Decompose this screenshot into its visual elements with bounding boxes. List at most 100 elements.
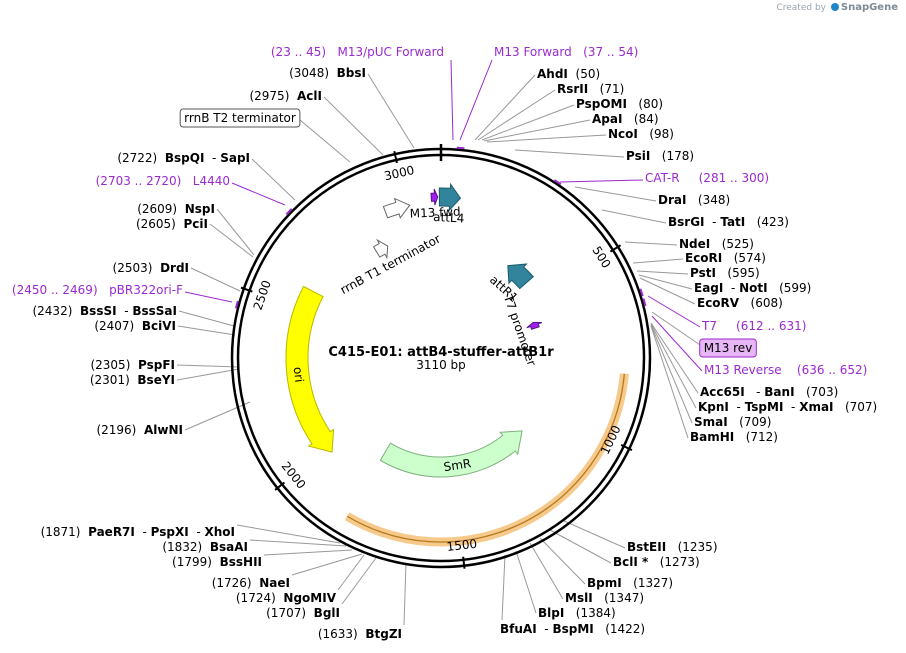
enzyme-label-part: NaeI (259, 576, 290, 590)
primer-leader-line (647, 295, 701, 328)
leader-line (529, 542, 564, 600)
enzyme-label-part: (50) (568, 67, 600, 81)
enzyme-label-bcivi: (2407) BciVI (94, 319, 176, 333)
enzyme-label-part: - (117, 304, 133, 318)
enzyme-label-bspqi: (2722) BspQI - SapI (117, 151, 250, 165)
primer-leader-line (559, 179, 644, 183)
enzyme-label-part: TatI (720, 215, 745, 229)
tick-mark (620, 444, 633, 452)
feature-label-m13-fwd: M13 fwd (409, 205, 460, 221)
plasmid-title: C415-E01: attB4-stuffer-attB1r (328, 345, 554, 360)
tick-mark (240, 286, 253, 293)
enzyme-label-bpmi: BpmI (1327) (587, 576, 673, 590)
enzyme-label-part: NdeI (679, 237, 710, 251)
enzyme-label-bamhi: BamHI (712) (690, 430, 778, 444)
enzyme-label-part: (709) (728, 415, 772, 429)
enzyme-label-part: (2196) (96, 423, 136, 437)
primer-site-marker (639, 288, 644, 297)
enzyme-label-part: - (705, 215, 721, 229)
feature-rrnb-t1-terminator (372, 238, 389, 260)
enzyme-label-part: (2609) (137, 202, 177, 216)
credit-brand: SnapGene (840, 2, 898, 13)
enzyme-label-part: EcoRI (685, 251, 722, 265)
feature-label-smr: SmR (443, 456, 472, 474)
enzyme-label-part: NotI (739, 281, 768, 295)
boxed-label-text: rrnB T2 terminator (184, 111, 296, 125)
primer-site-marker (234, 300, 239, 309)
enzyme-label-part (329, 66, 337, 80)
primer-label-m13-puc-forward: (23 .. 45) M13/pUC Forward (271, 45, 444, 59)
enzyme-label-ncoi: NcoI (98) (608, 127, 674, 141)
enzyme-label-bsshii: (1799) BssHII (172, 555, 262, 569)
enzyme-label-part: (2305) (90, 358, 130, 372)
enzyme-label-part: (1273) (648, 555, 699, 569)
leader-line (177, 325, 236, 336)
primer-site-marker (456, 146, 465, 150)
primer-leader-line (651, 315, 703, 372)
enzyme-label-part: - (135, 525, 151, 539)
boxed-label-M13-rev: M13 rev (699, 338, 757, 358)
enzyme-label-part: (1799) (172, 555, 212, 569)
feature-m13-fwd (430, 188, 439, 206)
enzyme-label-part: (348) (686, 193, 730, 207)
tick-label: 2500 (251, 278, 274, 311)
enzyme-label-part: - (745, 385, 765, 399)
enzyme-label-part (176, 217, 184, 231)
plasmid-backbone (230, 144, 652, 569)
enzyme-label-part: (599) (768, 281, 812, 295)
primer-leader-line (450, 59, 454, 141)
leader-line (337, 554, 365, 591)
enzyme-label-part: Acc65I (700, 385, 745, 399)
primer-label-l4440: (2703 .. 2720) L4440 (96, 174, 230, 188)
enzyme-label-part: (2722) (117, 151, 157, 165)
enzyme-label-part: XmaI (799, 400, 833, 414)
leader-line (209, 223, 254, 258)
boxed-label-text: M13 rev (704, 341, 753, 355)
enzyme-label-part (306, 606, 314, 620)
leader-line (341, 557, 377, 605)
leader-line (249, 539, 347, 547)
enzyme-label-part: (1235) (666, 540, 717, 554)
enzyme-label-part: BamHI (690, 430, 734, 444)
enzyme-label-rsrii: RsrII (71) (557, 82, 624, 96)
enzyme-label-part: BanI (764, 385, 794, 399)
enzyme-label-part: - (783, 400, 799, 414)
enzyme-label-part: ApaI (592, 112, 622, 126)
enzyme-label-part: (2301) (90, 373, 130, 387)
enzyme-label-part: BssSI (80, 304, 117, 318)
enzyme-label-part: (1384) (564, 606, 615, 620)
enzyme-label-pspfi: (2305) PspFI (90, 358, 175, 372)
enzyme-label-ecorv: EcoRV (608) (697, 296, 783, 310)
enzyme-label-part: - (723, 281, 739, 295)
enzyme-label-part: PciI (184, 217, 209, 231)
enzyme-label-part (276, 591, 284, 605)
enzyme-label-part: AhdI (537, 67, 568, 81)
enzyme-label-part: PspFI (138, 358, 175, 372)
enzyme-label-bfuai: BfuAI - BspMI (1422) (500, 622, 645, 636)
enzyme-label-part (212, 555, 220, 569)
leader-line (650, 325, 689, 439)
enzyme-label-bsrgi: BsrGI - TatI (423) (668, 215, 789, 229)
leader-line (486, 134, 607, 143)
site-labels: AhdI (50)RsrII (71)PspOMI (80)ApaI (84)N… (12, 45, 877, 641)
enzyme-label-part: BspQI (165, 151, 205, 165)
enzyme-label-part (152, 261, 160, 275)
enzyme-label-part: (2605) (136, 217, 176, 231)
primer-label-m13-reverse: M13 Reverse (636 .. 652) (704, 363, 867, 377)
tick-mark (393, 150, 398, 164)
enzyme-label-part: DraI (658, 193, 686, 207)
leader-line (515, 550, 537, 614)
enzyme-label-smai: SmaI (709) (694, 415, 771, 429)
enzyme-label-pspomi: PspOMI (80) (576, 97, 663, 111)
enzyme-label-part: PspOMI (576, 97, 627, 111)
leader-line (638, 274, 693, 290)
enzyme-label-part: (1832) (162, 540, 202, 554)
enzyme-label-part: PstI (690, 266, 716, 280)
enzyme-label-bsaai: (1832) BsaAI (162, 540, 248, 554)
boxed-label-frame (699, 338, 757, 358)
enzyme-label-psti: PstI (595) (690, 266, 760, 280)
feature-smr (379, 430, 523, 478)
leader-line (561, 519, 626, 549)
enzyme-label-part: AclI (297, 89, 322, 103)
